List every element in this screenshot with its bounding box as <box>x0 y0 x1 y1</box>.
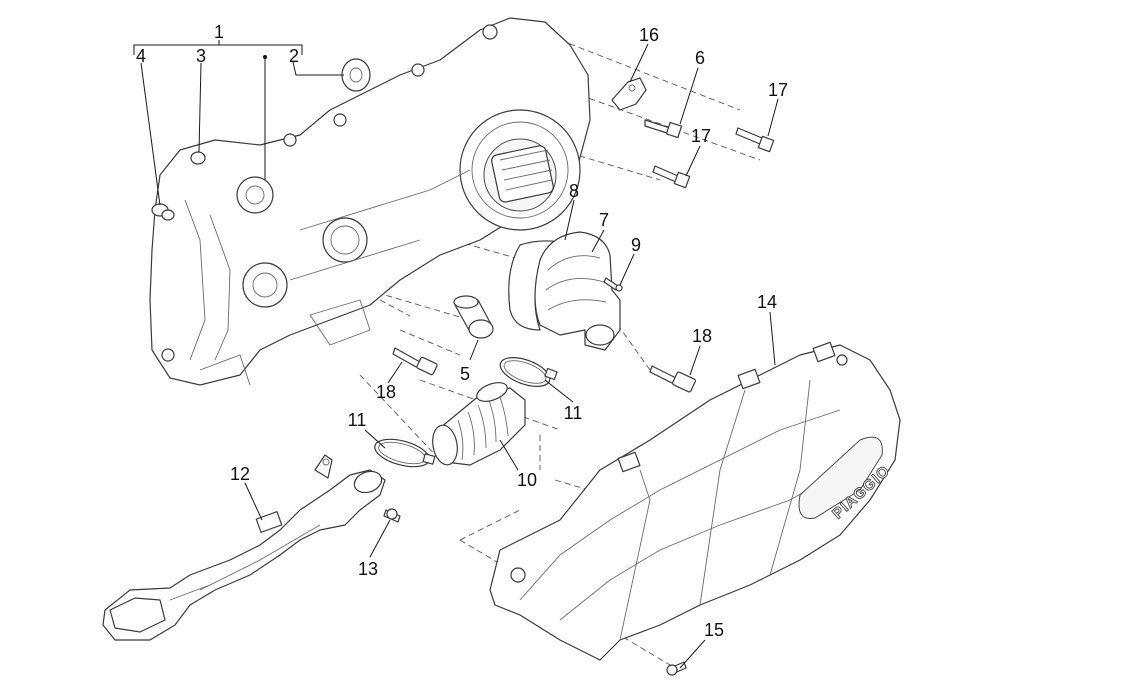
callout-10: 10 <box>517 470 537 490</box>
callout-17-lower: 17 <box>691 126 711 146</box>
filter-element <box>453 295 494 339</box>
callout-1: 1 <box>214 22 224 42</box>
outer-transmission-cover: PIAGGIO <box>489 341 901 661</box>
callout-4: 4 <box>136 46 146 66</box>
callout-12: 12 <box>230 464 250 484</box>
small-screw <box>603 277 623 292</box>
callout-8: 8 <box>569 181 579 201</box>
dowel-pin <box>190 151 206 165</box>
hose-clamp-upper <box>499 357 558 387</box>
callout-18-right: 18 <box>692 326 712 346</box>
callout-11-lower: 11 <box>348 410 367 430</box>
bellows-hose <box>432 382 526 466</box>
callout-17-upper: 17 <box>768 80 788 100</box>
callout-15: 15 <box>704 620 724 640</box>
callout-5: 5 <box>460 364 470 384</box>
air-intake-duct <box>102 454 386 641</box>
callout-14: 14 <box>757 292 777 312</box>
callout-11-upper: 11 <box>564 403 583 423</box>
stud-left <box>392 347 438 376</box>
callout-7: 7 <box>599 210 609 230</box>
intake-duct <box>534 231 621 351</box>
callout-2: 2 <box>289 46 299 66</box>
cover-screw <box>666 661 687 676</box>
mounting-screw <box>383 508 401 523</box>
callout-9: 9 <box>631 235 641 255</box>
hose-clamp-lower <box>374 438 436 468</box>
bearing <box>341 58 371 92</box>
screw <box>644 119 683 139</box>
bolt-lower <box>652 165 691 189</box>
leader-lines <box>133 40 779 669</box>
bracket-part <box>611 77 647 111</box>
inner-transmission-cover <box>149 17 591 386</box>
callout-6: 6 <box>695 48 705 68</box>
callout-18-left: 18 <box>376 382 396 402</box>
callout-numbers: 1 2 3 4 5 6 7 8 9 10 11 11 12 13 14 15 1… <box>136 22 788 640</box>
bolt-upper <box>735 127 775 153</box>
callout-3: 3 <box>196 46 206 66</box>
stud-right <box>649 365 696 393</box>
callout-16: 16 <box>639 25 659 45</box>
callout-13: 13 <box>358 559 378 579</box>
